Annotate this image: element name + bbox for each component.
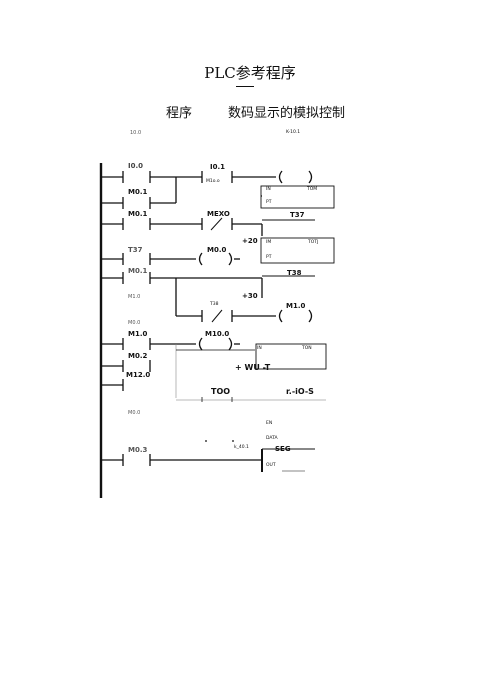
box2-pt: PT: [266, 255, 272, 260]
rung6-contact-a: M0.3: [128, 446, 148, 454]
rung5-rio: r.-iO-S: [286, 387, 314, 396]
rung1-contact-a: I0.0: [128, 162, 144, 170]
rung5-bottom: M0.0: [128, 410, 141, 416]
rung3-contact-b: M0.1: [128, 267, 148, 275]
rung4-contact-a: M1.0: [128, 330, 148, 338]
rung6-encoder: SEG: [275, 445, 291, 453]
rung5-too: TOO: [211, 387, 231, 396]
rung1-contact-c: M0.1: [128, 188, 148, 196]
header-left: 10.0: [130, 130, 142, 136]
rung6-data: DATA: [266, 436, 278, 441]
rung2-contact-a: M0.1: [128, 210, 148, 218]
rung1-contact-b-sub: M1o.o: [206, 179, 220, 184]
subtitle-program: 程序: [166, 106, 193, 121]
subtitle-description: 数码显示的模拟控制: [228, 106, 346, 121]
rung4-above: M0.0: [128, 320, 141, 326]
rung4-coil: M10.0: [205, 330, 230, 338]
rung2-contact-b: MEXO: [207, 210, 230, 218]
header-right: K-10.1: [286, 130, 301, 135]
timer-box-2: [260, 237, 335, 264]
rung3-contact-a: T37: [128, 246, 143, 254]
box1-name: TOM: [307, 187, 318, 192]
rung6-out: OUT: [266, 463, 276, 468]
rung3-preset: +30: [242, 292, 258, 300]
rung6-en: EN: [266, 421, 273, 426]
rung4-contact-b: M0.2: [128, 352, 148, 360]
coil-right: [308, 170, 313, 184]
rung3-t38-label: T38: [210, 302, 219, 307]
rung4-pt: + WU -T: [235, 363, 271, 372]
rung3-t38: T38: [287, 269, 302, 277]
timer-box-1: [260, 185, 335, 209]
rung2-t37: T37: [290, 211, 305, 219]
box1-in: IN: [266, 187, 271, 192]
title-dash: [236, 86, 254, 87]
rung4-contact-c: M12.0: [126, 371, 151, 379]
rung1-contact-b: I0.1: [210, 163, 226, 171]
box1-pt: PT: [266, 200, 272, 205]
coil-left: [278, 170, 283, 184]
rung3-coil: M0.0: [207, 246, 227, 254]
document-title: PLC参考程序: [204, 64, 296, 82]
box2-name: TOTJ: [308, 240, 319, 245]
rung3-contact-c: M1.0: [128, 294, 141, 300]
box2-in: IM: [266, 240, 272, 245]
box3-in: IN: [257, 346, 262, 351]
rung3-coil-m1: M1.0: [286, 302, 306, 310]
box3-name: TON: [302, 346, 312, 351]
rung6-k: k_40.1: [234, 445, 249, 450]
timer-box-3: [255, 343, 327, 370]
rung2-preset: +20: [242, 237, 258, 245]
